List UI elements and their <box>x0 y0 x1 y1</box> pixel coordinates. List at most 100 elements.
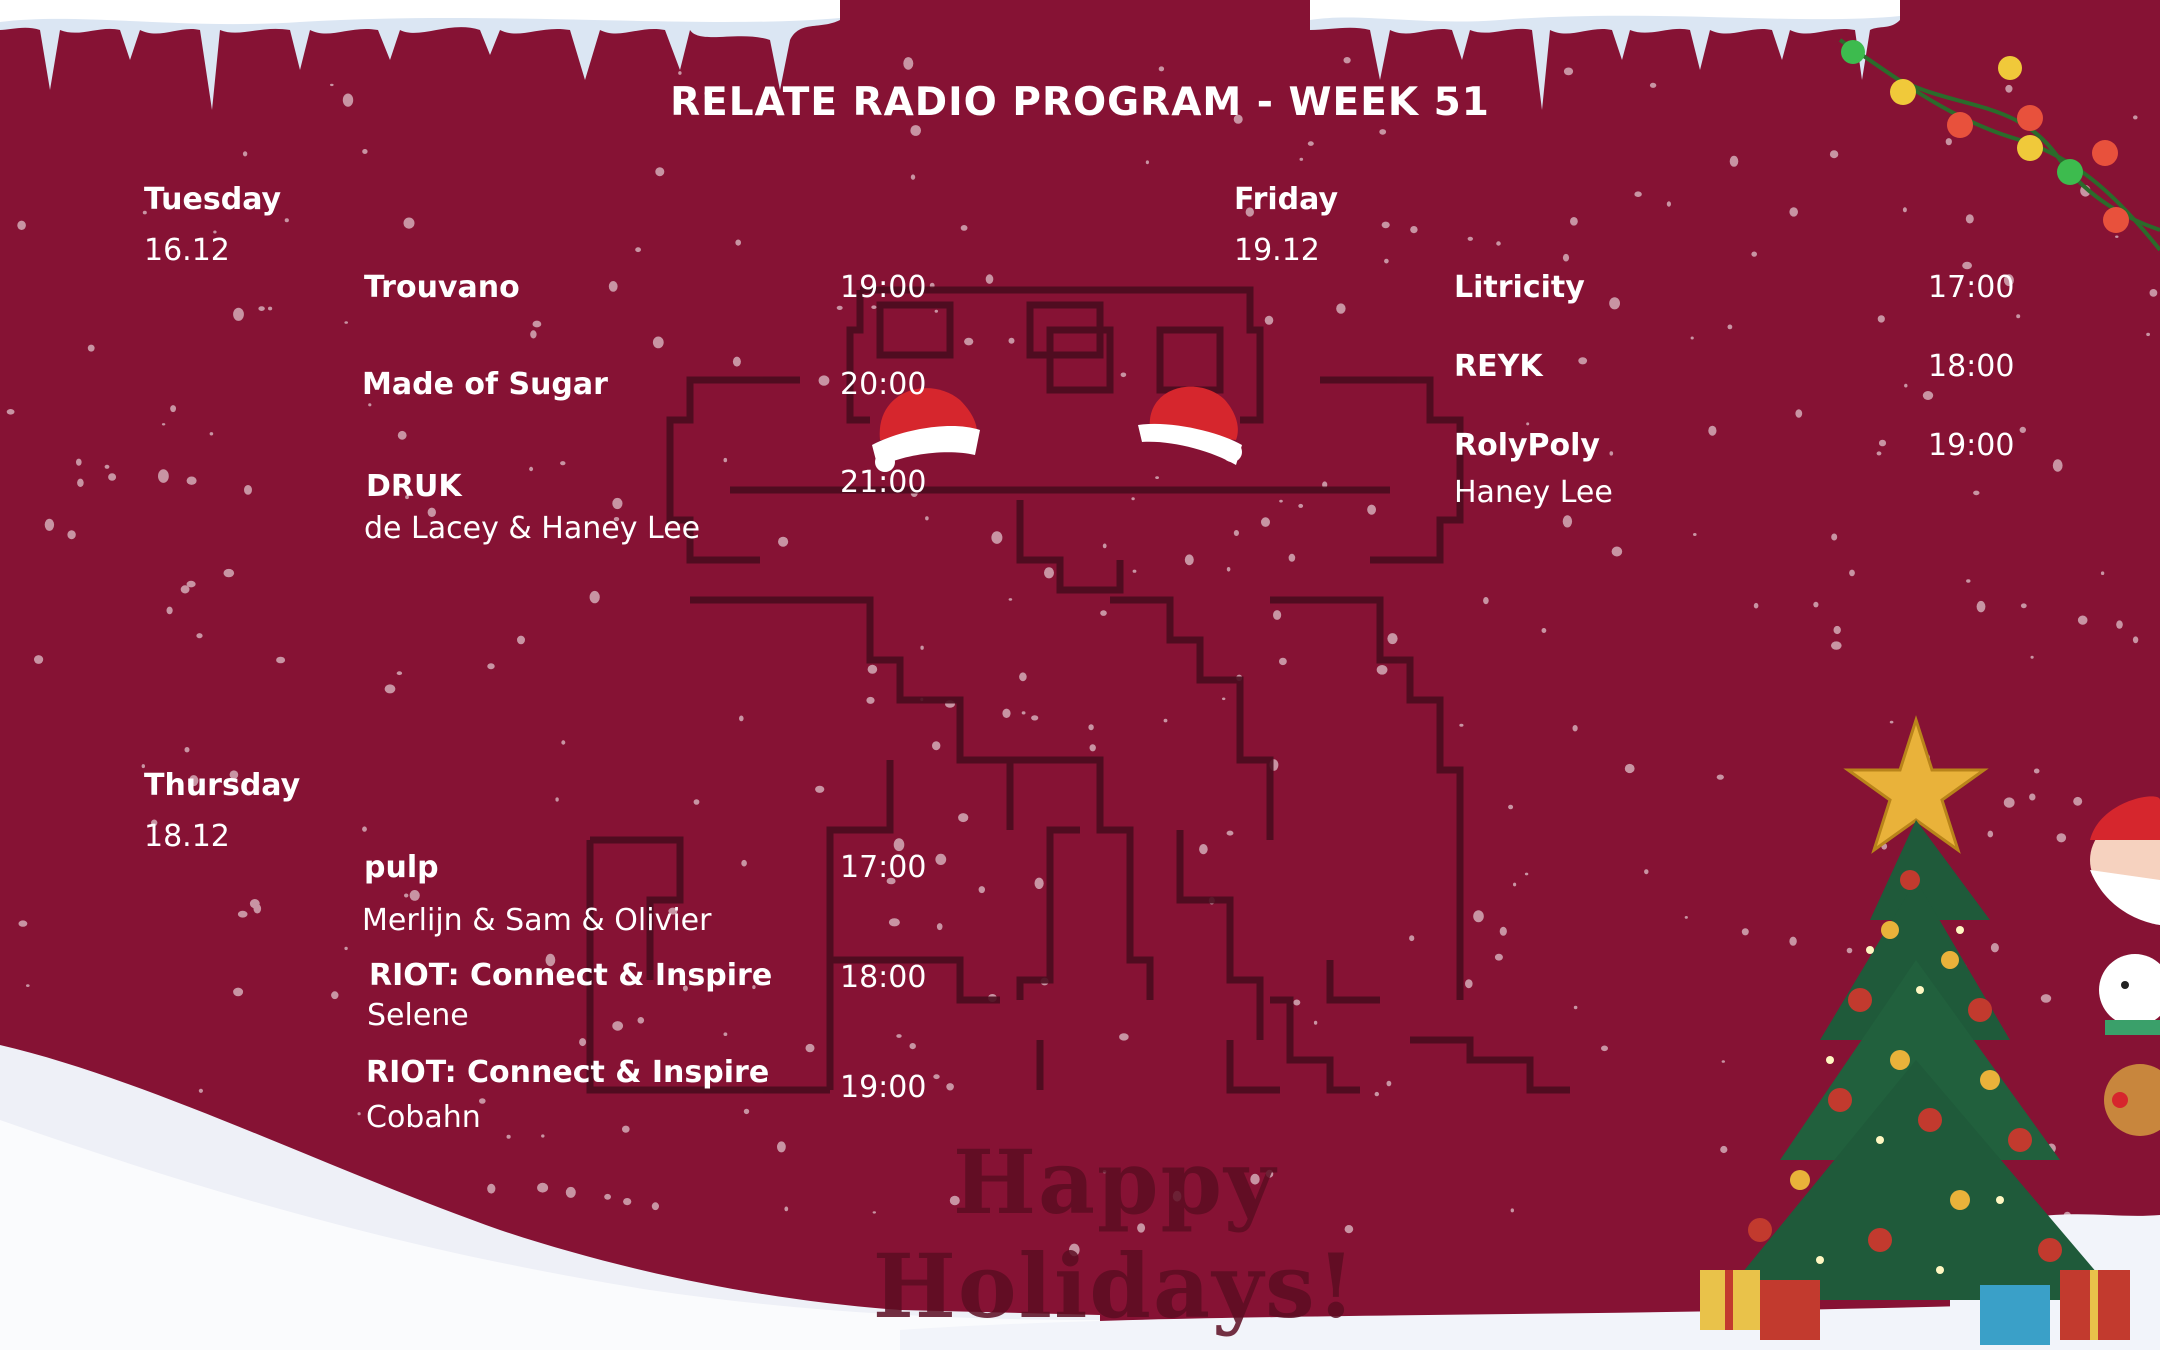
snowflake-icon <box>635 247 641 253</box>
snowflake-icon <box>652 336 664 349</box>
snowflake-icon <box>886 877 896 885</box>
snowflake-icon <box>1741 928 1749 936</box>
snowflake-icon <box>1279 657 1287 666</box>
show-time: 18:00 <box>1928 349 2015 384</box>
snowflake-icon <box>1649 82 1657 88</box>
snowflake-icon <box>405 495 409 500</box>
snowflake-icon <box>1313 1020 1318 1025</box>
snowflake-icon <box>896 1034 902 1038</box>
snowflake-icon <box>589 590 600 604</box>
show-host: Haney Lee <box>1454 475 1613 510</box>
show-name: RolyPoly <box>1454 428 1600 463</box>
snowflake-icon <box>2132 636 2139 644</box>
snowflake-icon <box>1119 1033 1129 1041</box>
snowflake-icon <box>76 458 82 466</box>
snowflake-icon <box>2133 115 2138 120</box>
snowflake-icon <box>1459 723 1464 727</box>
snowflake-icon <box>1795 409 1803 418</box>
snowflake-icon <box>655 167 665 177</box>
snowflake-icon <box>1990 943 1999 953</box>
snowflake-icon <box>1849 569 1855 577</box>
snowflake-icon <box>2033 768 2040 774</box>
snowflake-icon <box>1690 336 1694 340</box>
snowflake-icon <box>1384 258 1389 264</box>
snowflake-icon <box>723 1032 728 1036</box>
snowflake-icon <box>1708 425 1717 436</box>
snowflake-icon <box>682 985 688 992</box>
show-host: de Lacey & Haney Lee <box>364 511 701 546</box>
snowflake-icon <box>723 457 728 463</box>
snowflake-icon <box>1878 439 1887 447</box>
snowflake-icon <box>991 531 1003 544</box>
snowflake-icon <box>1088 724 1094 731</box>
snowflake-icon <box>1100 610 1107 616</box>
snowflake-icon <box>1846 947 1853 954</box>
snowflake-icon <box>26 984 30 987</box>
snowflake-icon <box>1336 303 1346 314</box>
snowflake-icon <box>104 464 110 469</box>
snowflake-icon <box>1716 774 1724 780</box>
snowflake-icon <box>936 923 943 931</box>
snowflake-icon <box>233 987 244 997</box>
snowflake-icon <box>1298 503 1304 508</box>
snowflake-icon <box>1002 708 1011 718</box>
snowflake-icon <box>1322 481 1328 489</box>
day-heading-tuesday: Tuesday <box>144 182 282 217</box>
snowflake-icon <box>403 217 415 229</box>
snowflake-icon <box>1876 451 1882 456</box>
snowflake-icon <box>1145 160 1149 165</box>
snowflake-icon <box>925 516 929 521</box>
snowflake-icon <box>142 210 147 215</box>
snowflake-icon <box>565 1186 576 1198</box>
snowflake-icon <box>805 1043 815 1053</box>
snowflake-icon <box>244 485 252 495</box>
snowflake-icon <box>693 799 700 805</box>
snowflake-icon <box>1513 882 1517 887</box>
snowflake-icon <box>276 656 286 664</box>
snowflake-icon <box>2005 84 2013 93</box>
snowflake-icon <box>1889 720 1894 724</box>
snowflake-icon <box>506 1134 511 1139</box>
snowflake-icon <box>1496 241 1501 246</box>
snowflake-icon <box>1473 910 1484 923</box>
snowflake-icon <box>1120 372 1127 378</box>
snowflake-icon <box>1279 499 1283 503</box>
snowflake-icon <box>978 886 985 894</box>
snowflake-icon <box>67 530 76 540</box>
snowflake-icon <box>1172 1190 1182 1202</box>
snowflake-icon <box>2029 793 2036 801</box>
show-host: Merlijn & Sam & Olivier <box>362 903 712 938</box>
snowflake-icon <box>541 1134 545 1138</box>
snowflake-icon <box>818 375 830 386</box>
snowflake-icon <box>612 1021 624 1031</box>
snowflake-icon <box>1028 100 1034 105</box>
snowflake-icon <box>909 1043 916 1050</box>
snowflake-icon <box>166 606 173 615</box>
snowflake-icon <box>1831 533 1838 541</box>
snowflake-icon <box>1572 725 1578 732</box>
snowflake-icon <box>170 405 177 413</box>
snowflake-icon <box>1729 155 1739 167</box>
snowflake-icon <box>964 337 974 346</box>
day-date-thursday: 18.12 <box>144 819 230 854</box>
snowflake-icon <box>2116 620 2123 629</box>
snowflake-icon <box>1624 763 1635 774</box>
snowflake-icon <box>623 1198 632 1206</box>
snowflake-icon <box>1069 1243 1080 1257</box>
snowflake-icon <box>1044 567 1054 579</box>
snowflake-icon <box>268 306 273 311</box>
show-host: Cobahn <box>366 1100 481 1135</box>
snowflake-icon <box>1158 66 1165 72</box>
snowflake-icon <box>1634 191 1642 197</box>
snowflake-icon <box>1751 251 1757 257</box>
show-name: RIOT: Connect & Inspire <box>369 958 773 993</box>
holiday-greeting: Happy Holidays! <box>872 1130 1358 1338</box>
snowflake-icon <box>1524 872 1529 876</box>
snowflake-icon <box>985 274 994 284</box>
snowflake-icon <box>479 1098 486 1104</box>
snowflake-icon <box>1904 383 1908 388</box>
snowflake-icon <box>1494 953 1503 961</box>
snowflake-icon <box>1526 422 1530 426</box>
snowflake-icon <box>242 151 248 157</box>
